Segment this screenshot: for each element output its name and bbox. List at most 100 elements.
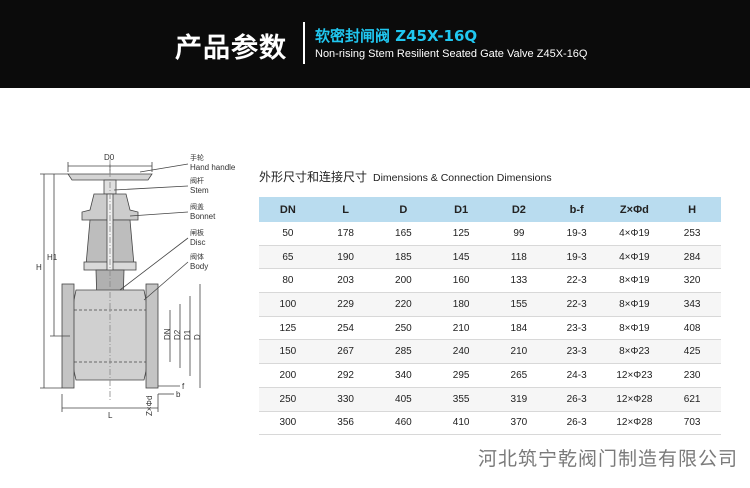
table-cell: 253 — [663, 222, 721, 246]
table-cell: 295 — [432, 363, 490, 388]
part-label-en: Stem — [190, 186, 209, 195]
table-cell: 23-3 — [547, 316, 606, 341]
table-cell: 370 — [490, 411, 548, 436]
label-d0: D0 — [104, 153, 115, 162]
table-cell: 22-3 — [547, 268, 606, 294]
table-cell: 267 — [316, 339, 375, 365]
part-label-cn: 闸板 — [190, 228, 204, 237]
label-h1: H1 — [47, 253, 58, 262]
table-cell: 65 — [259, 245, 317, 270]
column-header: H — [663, 197, 721, 222]
table-cell: 254 — [316, 316, 375, 341]
table-cell: 220 — [374, 292, 433, 317]
table-cell: 178 — [316, 222, 375, 246]
part-label-cn: 手轮 — [190, 153, 204, 162]
leader-bonnet — [129, 211, 189, 217]
part-label-cn: 阀盖 — [190, 202, 204, 211]
column-header: Z×Φd — [605, 197, 664, 222]
table-cell: 320 — [663, 268, 721, 294]
table-cell: 410 — [432, 411, 490, 436]
column-header: L — [316, 197, 375, 222]
valve-drawing-svg: D0 H H1 DN D2 D1 D L b f Z×Φd 手轮 Hand ha… — [36, 153, 236, 420]
column-header: b-f — [547, 197, 606, 222]
table-cell: 203 — [316, 268, 375, 294]
part-label-cn: 阀体 — [190, 252, 204, 261]
column-header: D1 — [432, 197, 490, 222]
table-cell: 118 — [490, 245, 548, 270]
table-cell: 8×Φ19 — [605, 292, 664, 317]
header-divider — [303, 22, 305, 64]
table-cell: 19-3 — [547, 245, 606, 270]
table-cell: 200 — [259, 363, 317, 388]
table-cell: 26-3 — [547, 387, 606, 412]
label-dn: DN — [163, 328, 172, 340]
column-header: D — [374, 197, 433, 222]
table-cell: 340 — [374, 363, 433, 388]
product-name-cn: 软密封闸阀 Z45X-16Q — [315, 27, 478, 45]
table-cell: 210 — [432, 316, 490, 341]
table-cell: 425 — [663, 339, 721, 365]
table-cell: 50 — [259, 222, 317, 246]
part-label-en: Hand handle — [190, 163, 236, 172]
table-cell: 229 — [316, 292, 375, 317]
page-title: 产品参数 — [175, 33, 287, 64]
part-label-en: Body — [190, 262, 208, 271]
table-cell: 343 — [663, 292, 721, 317]
table-title-en: Dimensions & Connection Dimensions — [373, 172, 552, 184]
table-cell: 184 — [490, 316, 548, 341]
label-f: f — [182, 382, 185, 391]
table-cell: 210 — [490, 339, 548, 365]
label-z-phi-d: Z×Φd — [145, 396, 154, 416]
table-cell: 190 — [316, 245, 375, 270]
header-banner: 产品参数 软密封闸阀 Z45X-16Q Non-rising Stem Resi… — [0, 0, 750, 88]
table-cell: 12×Φ23 — [605, 363, 664, 388]
leader-hand-handle — [139, 163, 189, 173]
table-cell: 4×Φ19 — [605, 222, 664, 246]
table-cell: 200 — [374, 268, 433, 294]
table-cell: 265 — [490, 363, 548, 388]
column-header: DN — [259, 197, 317, 222]
valve-drawing: D0 H H1 DN D2 D1 D L b f Z×Φd 手轮 Hand ha… — [30, 150, 250, 420]
table-title: 外形尺寸和连接尺寸 Dimensions & Connection Dimensi… — [259, 168, 552, 185]
table-cell: 240 — [432, 339, 490, 365]
label-l: L — [108, 411, 113, 420]
table-cell: 180 — [432, 292, 490, 317]
table-cell: 22-3 — [547, 292, 606, 317]
part-label-en: Disc — [190, 238, 206, 247]
table-cell: 292 — [316, 363, 375, 388]
table-cell: 133 — [490, 268, 548, 294]
table-cell: 19-3 — [547, 222, 606, 246]
part-label-en: Bonnet — [190, 212, 216, 221]
table-cell: 300 — [259, 411, 317, 436]
label-d: D — [193, 334, 202, 340]
table-cell: 8×Φ23 — [605, 339, 664, 365]
table-header-row: DN L D D1 D2 b-f Z×Φd H — [259, 197, 721, 222]
leader-stem — [113, 185, 189, 191]
table-cell: 319 — [490, 387, 548, 412]
table-cell: 155 — [490, 292, 548, 317]
table-cell: 4×Φ19 — [605, 245, 664, 270]
leader-body — [143, 261, 189, 301]
table-cell: 355 — [432, 387, 490, 412]
label-d1: D1 — [183, 329, 192, 340]
table-cell: 8×Φ19 — [605, 268, 664, 294]
table-cell: 145 — [432, 245, 490, 270]
table-cell: 26-3 — [547, 411, 606, 436]
table-title-cn: 外形尺寸和连接尺寸 — [259, 170, 368, 184]
product-name-en: Non-rising Stem Resilient Seated Gate Va… — [315, 48, 588, 60]
table-cell: 150 — [259, 339, 317, 365]
table-cell: 405 — [374, 387, 433, 412]
table-cell: 8×Φ19 — [605, 316, 664, 341]
table-cell: 12×Φ28 — [605, 411, 664, 436]
table-cell: 125 — [432, 222, 490, 246]
table-cell: 12×Φ28 — [605, 387, 664, 412]
